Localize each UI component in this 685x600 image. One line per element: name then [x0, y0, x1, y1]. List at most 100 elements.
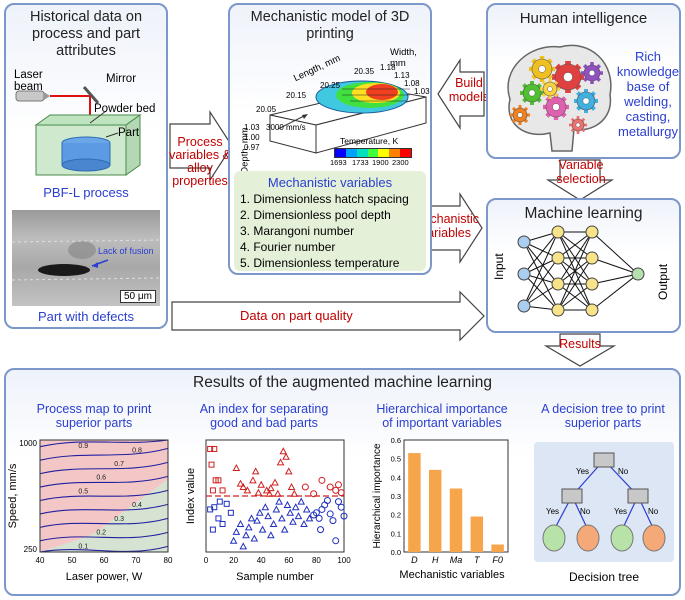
scatter-point: [215, 515, 222, 522]
knowledge-line-1: Rich: [634, 49, 661, 64]
scatter-point: [272, 505, 281, 513]
tree-no-label: No: [648, 507, 659, 516]
contour-label: 0.3: [114, 516, 124, 523]
importance-y-tick: 0.3: [391, 492, 401, 501]
decision-tree-caption: Decision tree: [568, 570, 640, 584]
temp-tick-3: 2300: [392, 158, 409, 167]
scatter-point: [211, 445, 218, 452]
contour-line: [39, 531, 169, 542]
nn-node: [551, 225, 565, 239]
index-x-label: Sample number: [236, 571, 314, 583]
scatter-point: [294, 512, 303, 520]
scatter-point: [337, 503, 345, 511]
scatter-point: [254, 488, 263, 496]
scatter-point: [329, 517, 337, 525]
process-map-y-label: Speed, mm/s: [7, 463, 19, 528]
nn-node: [517, 267, 531, 281]
length-tick-2: 20.25: [320, 81, 341, 90]
contour-line: [39, 517, 169, 528]
depth-tick-2: 0.97: [244, 143, 260, 152]
speed-label: 3000 mm/s: [266, 123, 306, 132]
importance-title: Hierarchical importance of important var…: [376, 402, 508, 430]
tree-yes-label: Yes: [614, 507, 627, 516]
scatter-point: [219, 521, 226, 527]
mirror-icon: [82, 86, 100, 104]
contour-line: [39, 461, 169, 475]
scatter-point: [261, 503, 270, 511]
importance-category-label: F0: [492, 555, 503, 565]
mechanistic-variable-1: 1. Dimensionless hatch spacing: [240, 192, 409, 206]
nn-node: [551, 303, 565, 317]
scatter-point: [265, 489, 274, 497]
nn-node: [517, 299, 531, 313]
scatter-point: [267, 484, 275, 492]
scatter-point: [323, 496, 331, 504]
scatter-point: [257, 480, 266, 488]
nn-connection: [591, 273, 639, 311]
colorbar-swatch-0: [335, 149, 346, 157]
tree-leaf-node: [610, 524, 634, 552]
process-map-frame: [39, 439, 169, 553]
contour-label: 0.4: [132, 502, 142, 509]
human-intelligence-panel: Human intelligence Rich knowledge base o…: [486, 3, 681, 159]
nn-connection: [523, 257, 559, 307]
colorbar-swatch-3: [367, 149, 379, 157]
scatter-point: [251, 467, 260, 475]
decision-tree-title: A decision tree to print superior parts: [541, 402, 665, 430]
gear-icon: [540, 79, 560, 99]
nn-connection: [557, 231, 593, 311]
colorbar-swatch-4: [378, 149, 390, 157]
length-tick-1: 20.15: [286, 91, 307, 100]
scatter-point: [332, 537, 340, 545]
gear-icon: [543, 94, 569, 120]
importance-bar: [408, 453, 421, 552]
process-map-x-label: Laser power, W: [66, 571, 143, 583]
temp-tick-2: 1900: [372, 158, 389, 167]
temperature-colorbar: [334, 148, 412, 158]
mechanistic-variable-3: 3. Marangoni number: [240, 224, 355, 238]
variable-selection-label: Variable selection: [556, 158, 606, 186]
contour-line: [39, 545, 169, 553]
mechanistic-variable-2: 2. Dimensionless pool depth: [240, 208, 391, 222]
nn-connection: [557, 231, 593, 259]
index-x-tick: 60: [284, 556, 293, 565]
laser-beam-label: Laser beam: [14, 69, 43, 93]
contour-label: 0.8: [132, 447, 142, 454]
knowledge-line-4: welding,: [624, 94, 672, 109]
scatter-point: [247, 514, 256, 522]
brain-gears-icon: [507, 44, 612, 152]
contour-line: [39, 489, 169, 502]
colorbar-swatch-6: [400, 149, 412, 157]
defect-micrograph: Lack of fusion 50 μm: [12, 210, 160, 306]
scatter-point: [301, 483, 309, 491]
results-panel: Results of the augmented machine learnin…: [4, 368, 681, 596]
contour-label: 0.5: [78, 488, 88, 495]
scatter-point: [289, 517, 297, 525]
part-quality-label: Data on part quality: [240, 308, 353, 323]
nn-node: [551, 277, 565, 291]
process-map-y-tick: 1000: [19, 439, 37, 448]
contour-line: [39, 503, 169, 515]
importance-bar: [428, 469, 442, 552]
gear-icon: [581, 62, 603, 84]
process-map-y-tick: 250: [24, 545, 38, 554]
contour-label: 0.7: [114, 461, 124, 468]
importance-y-label: Hierarchical importance: [372, 443, 383, 548]
knowledge-line-2: knowledge: [616, 64, 680, 79]
length-tick-0: 20.05: [256, 105, 277, 114]
colorbar-swatch-2: [356, 149, 368, 157]
scatter-point: [290, 489, 299, 497]
importance-category-label: H: [432, 555, 439, 565]
nn-connection: [591, 231, 639, 275]
gear-icon: [529, 56, 555, 82]
machine-learning-title: Machine learning: [524, 205, 643, 222]
scatter-point: [243, 486, 252, 494]
scatter-point: [207, 445, 214, 452]
process-map-good-region: [40, 479, 168, 552]
importance-y-tick: 0.6: [391, 436, 401, 445]
scatter-point: [310, 490, 318, 498]
scatter-point: [219, 487, 226, 494]
lack-of-fusion-label: Lack of fusion: [98, 246, 154, 256]
importance-y-tick: 0.2: [391, 511, 401, 520]
